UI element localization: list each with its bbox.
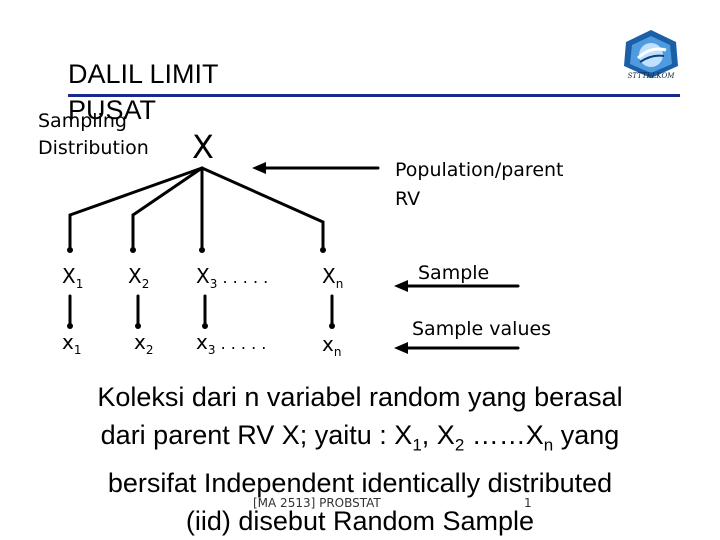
value-dot-x3 — [202, 323, 208, 329]
value-x1: x1 — [62, 330, 82, 357]
value-xn: xn — [322, 332, 342, 359]
value-dot-xn — [329, 323, 335, 329]
caption-line-1: Koleksi dari n variabel random yang bera… — [97, 382, 623, 412]
footer-page-number: 1 — [524, 496, 532, 510]
title-underline — [68, 94, 680, 97]
rv-label: RV — [395, 188, 421, 210]
slide-caption: Koleksi dari n variabel random yang bera… — [20, 378, 700, 540]
branch-to-x1 — [68, 166, 204, 217]
logo-emblem-icon — [624, 30, 678, 78]
random-var-xn: Xn — [322, 264, 344, 291]
random-var-x1: X1 — [62, 264, 84, 291]
caption-line-3: bersifat Independent identically distrib… — [107, 468, 613, 499]
node-dot-xn — [320, 247, 326, 253]
value-x3: x3 . . . . . — [196, 330, 267, 357]
sample-values-arrowhead-icon — [394, 342, 408, 354]
random-var-x3: X3 . . . . . — [196, 264, 269, 291]
sttelkom-logo: STTTELKOM — [618, 28, 684, 86]
value-dot-x2 — [135, 323, 141, 329]
branch-to-xn — [200, 166, 325, 224]
sample-arrowhead-icon — [394, 280, 408, 292]
value-x2: x2 — [134, 330, 154, 357]
slide-title: DALIL LIMIT PUSAT — [68, 59, 219, 125]
root-random-variable: X — [192, 128, 214, 166]
sample-label: Sample — [418, 262, 490, 284]
node-dot-x3 — [199, 247, 205, 253]
sampling-label: Sampling — [38, 110, 127, 132]
logo-text: STTTELKOM — [627, 72, 675, 80]
value-dot-x1 — [67, 323, 73, 329]
branch-to-x2 — [131, 166, 204, 217]
population-arrowhead-icon — [252, 162, 266, 174]
node-dot-x2 — [130, 247, 136, 253]
population-label: Population/parent — [395, 159, 564, 181]
random-var-x2: X2 — [128, 264, 150, 291]
sample-values-label: Sample values — [412, 318, 552, 340]
caption-line-4: (iid) disebut Random Sample — [185, 506, 535, 537]
caption-line-2: dari parent RV X; yaitu : X1, X2 ……Xn ya… — [100, 420, 620, 455]
node-dot-x1 — [67, 247, 73, 253]
distribution-label: Distribution — [38, 137, 149, 159]
footer-course-code: [MA 2513] PROBSTAT — [253, 496, 381, 510]
